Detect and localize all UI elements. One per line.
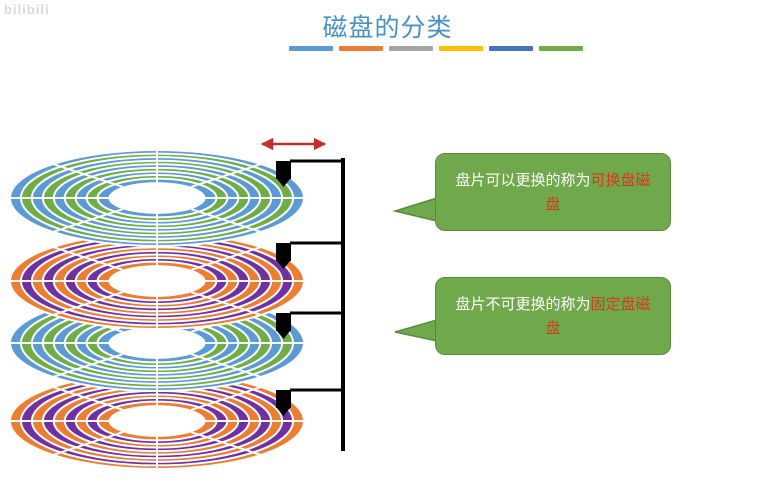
watermark-logo: bilibili (4, 2, 50, 17)
title-color-bar (439, 46, 483, 51)
disk-platter (9, 232, 305, 330)
title-color-bar (539, 46, 583, 51)
title-color-bar (389, 46, 433, 51)
disk-platter (9, 372, 305, 470)
disk-platters (9, 149, 305, 470)
title-color-bar (489, 46, 533, 51)
read-write-head (276, 161, 291, 179)
callout-fixed-disk: 盘片不可更换的称为固定盘磁盘 (435, 277, 671, 355)
head-arm-assembly (276, 158, 345, 451)
title-color-bar (339, 46, 383, 51)
head-tip (277, 261, 290, 269)
callout-removable-disk: 盘片可以更换的称为可换盘磁盘 (435, 153, 671, 231)
callout-text: 盘片可以更换的称为 (455, 171, 591, 189)
callout-pointers (392, 196, 438, 342)
head-tip (277, 179, 290, 187)
callout-pointer-1 (392, 196, 438, 222)
slide-title: 磁盘的分类 (322, 13, 453, 42)
head-tip (277, 331, 290, 339)
callout-highlight: 可换盘磁盘 (545, 171, 651, 213)
read-write-head (276, 390, 291, 408)
read-write-head (276, 243, 291, 261)
callout-pointer-2 (394, 319, 438, 342)
callout-text: 盘片不可更换的称为 (455, 295, 591, 313)
read-write-head (276, 313, 291, 331)
callout-highlight: 固定盘磁盘 (545, 295, 651, 337)
title-color-bar (289, 46, 333, 51)
disk-platter (9, 149, 305, 247)
title-color-bars (289, 46, 583, 51)
head-tip (277, 408, 290, 416)
